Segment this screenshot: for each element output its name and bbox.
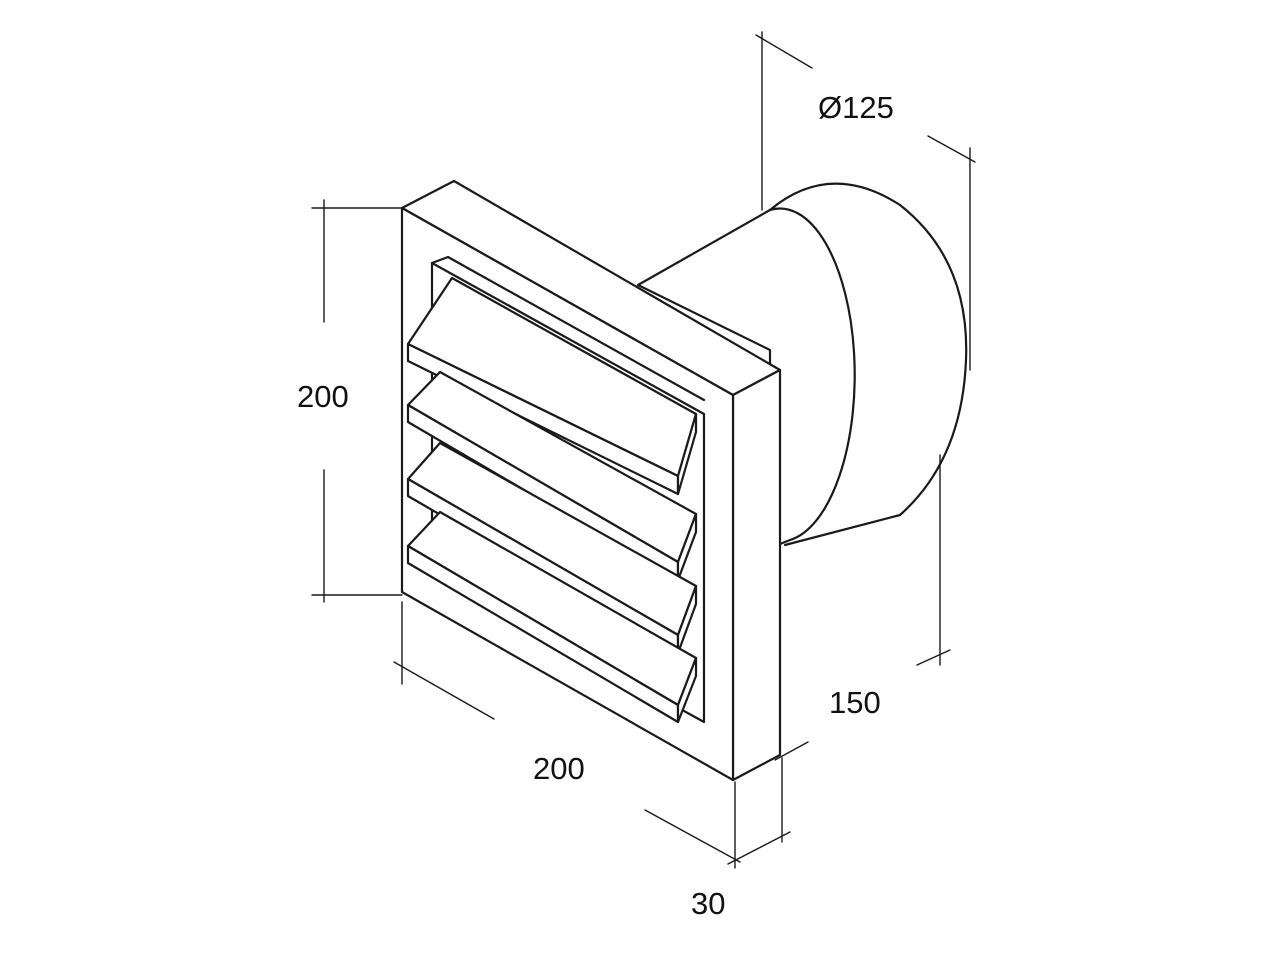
frame-side-face (731, 368, 782, 782)
dimension-frame-depth: 30 (691, 757, 791, 921)
louvre-blade-4 (406, 510, 698, 724)
label-diameter: Ø125 (818, 90, 894, 125)
label-frame-width: 200 (533, 751, 585, 786)
louvre-blades (406, 276, 698, 724)
label-frame-depth: 30 (691, 886, 725, 921)
dimension-frame-height: 200 (297, 199, 403, 603)
dimension-frame-width: 200 (393, 601, 741, 863)
dimension-diameter: Ø125 (755, 31, 976, 371)
round-duct (636, 182, 968, 550)
label-duct-length: 150 (829, 685, 881, 720)
label-frame-height: 200 (297, 379, 349, 414)
dimension-duct-length: 150 (774, 454, 951, 761)
louvre-blade-1 (406, 276, 698, 496)
louvre-blade-2 (406, 370, 698, 582)
